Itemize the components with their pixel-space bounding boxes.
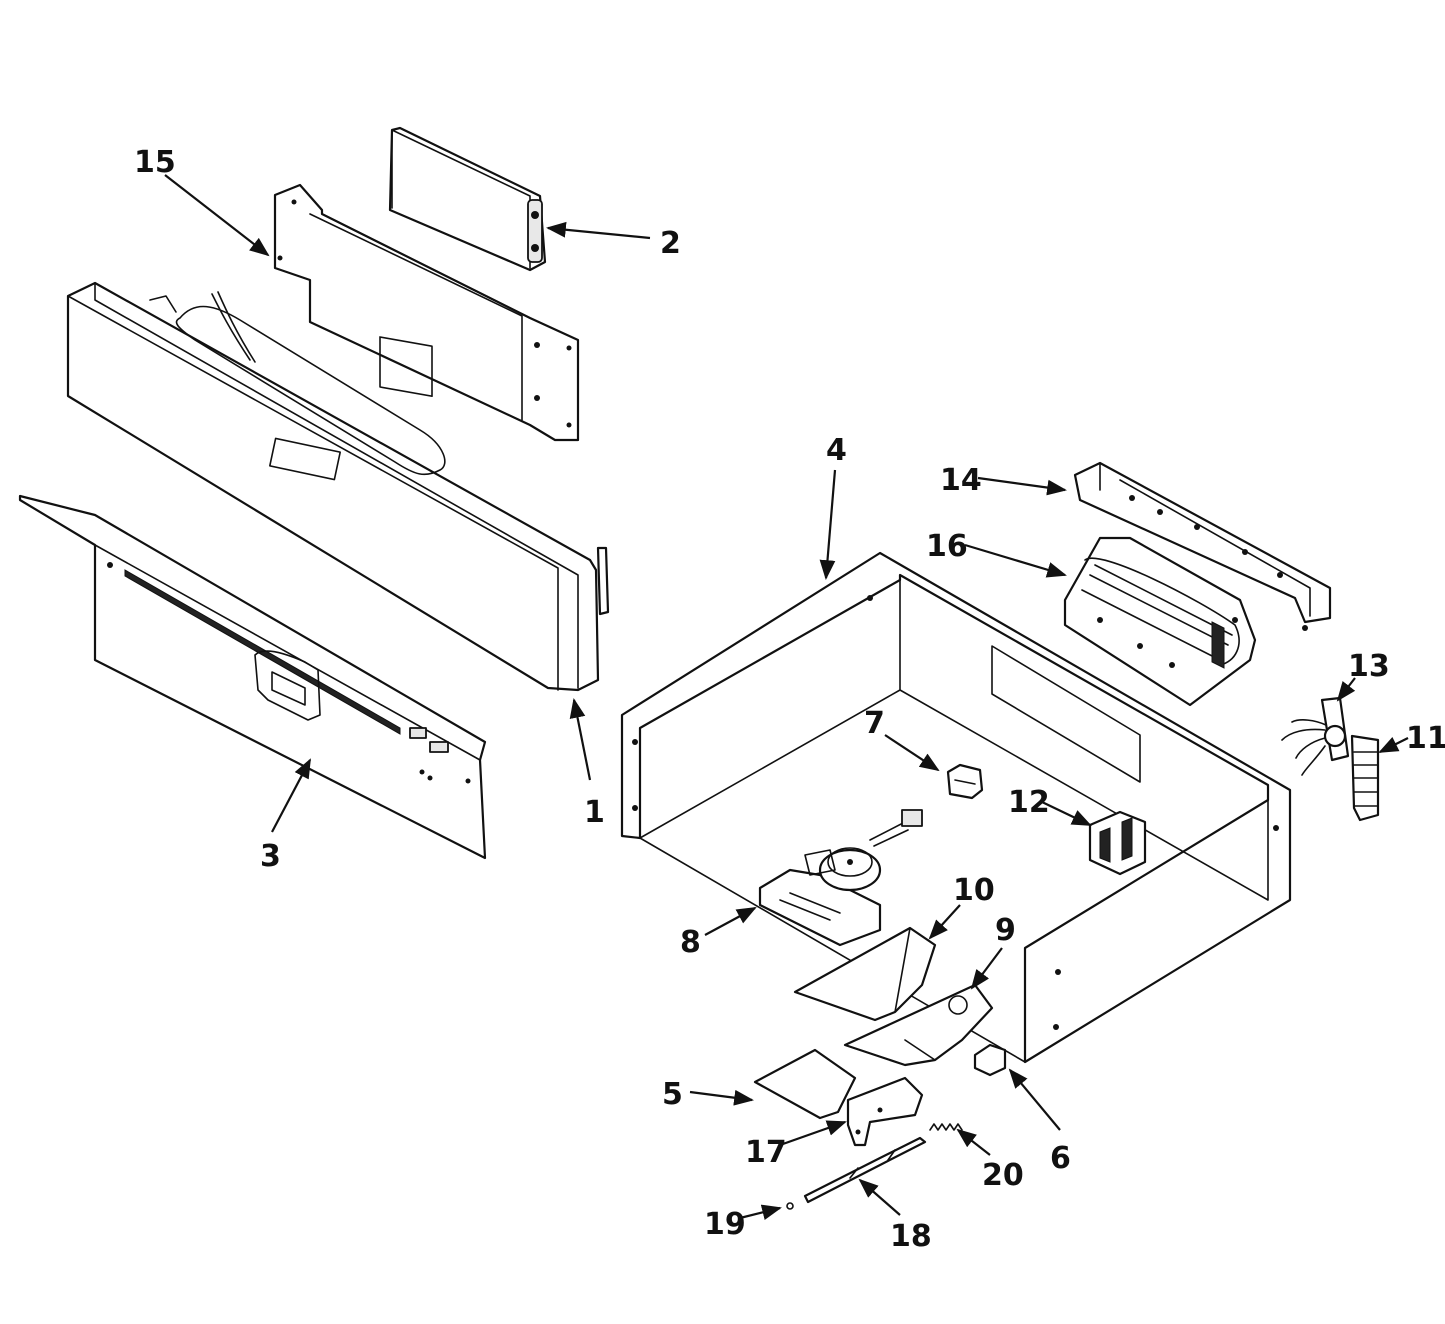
part-10-cover <box>793 926 937 1022</box>
leader-8 <box>704 907 757 936</box>
callout-8: 8 <box>680 925 701 960</box>
leader-3 <box>271 758 311 833</box>
leader-19 <box>739 1204 782 1221</box>
part-17-bracket <box>846 1076 924 1147</box>
part-2-control-module <box>388 126 547 272</box>
callout-4: 4 <box>826 433 847 468</box>
part-4-housing <box>620 551 1292 1064</box>
leader-11 <box>1378 736 1409 753</box>
callout-11: 11 <box>1406 721 1445 756</box>
callout-15: 15 <box>134 145 176 180</box>
part-1-control-panel <box>66 281 610 692</box>
leader-5 <box>689 1089 754 1106</box>
callout-18: 18 <box>890 1219 932 1254</box>
leader-20 <box>956 1128 991 1156</box>
part-12-terminal-clip <box>1088 810 1147 876</box>
leader-15 <box>164 174 270 257</box>
callout-14: 14 <box>940 463 982 498</box>
leader-9 <box>970 947 1003 990</box>
part-15-bracket <box>273 183 580 442</box>
part-16-blower <box>1063 536 1257 707</box>
leader-1 <box>569 698 592 781</box>
callout-7: 7 <box>864 706 885 741</box>
callout-16: 16 <box>926 529 968 564</box>
callout-10: 10 <box>953 873 995 908</box>
part-5-cover <box>753 1048 857 1120</box>
callout-19: 19 <box>704 1207 746 1242</box>
part-8-latch-motor <box>758 809 923 947</box>
callout-9: 9 <box>995 913 1016 948</box>
part-18-rod <box>803 1136 927 1204</box>
part-7-switch <box>946 763 984 800</box>
callout-17: 17 <box>745 1135 787 1170</box>
leader-14 <box>977 476 1067 496</box>
callout-1: 1 <box>584 795 605 830</box>
leader-13 <box>1336 677 1356 702</box>
callout-labels: 15 2 1 3 4 14 16 7 12 13 11 8 10 9 5 6 1… <box>134 145 1445 1254</box>
callout-2: 2 <box>660 226 681 261</box>
leader-17 <box>779 1120 847 1147</box>
leader-10 <box>928 904 961 940</box>
leader-12 <box>1041 801 1092 826</box>
callout-6: 6 <box>1050 1141 1071 1176</box>
leader-16 <box>964 543 1067 578</box>
part-14-blower-bracket <box>1073 461 1332 631</box>
leader-18 <box>858 1178 901 1216</box>
part-19-fastener <box>786 1202 794 1210</box>
part-20-spring <box>929 1123 963 1131</box>
part-6-switch <box>973 1043 1007 1077</box>
callout-3: 3 <box>260 839 281 874</box>
part-13-terminal-block <box>1281 696 1350 776</box>
callout-12: 12 <box>1008 785 1050 820</box>
callout-20: 20 <box>982 1158 1024 1193</box>
leader-4 <box>819 469 837 580</box>
part-3-trim-panel <box>18 494 487 860</box>
leader-2 <box>546 221 651 240</box>
leader-7 <box>884 734 940 772</box>
leader-6 <box>1008 1068 1061 1131</box>
callout-5: 5 <box>662 1077 683 1112</box>
callout-13: 13 <box>1348 649 1390 684</box>
part-11-conduit <box>1350 734 1380 822</box>
leader-lines <box>164 174 1409 1221</box>
